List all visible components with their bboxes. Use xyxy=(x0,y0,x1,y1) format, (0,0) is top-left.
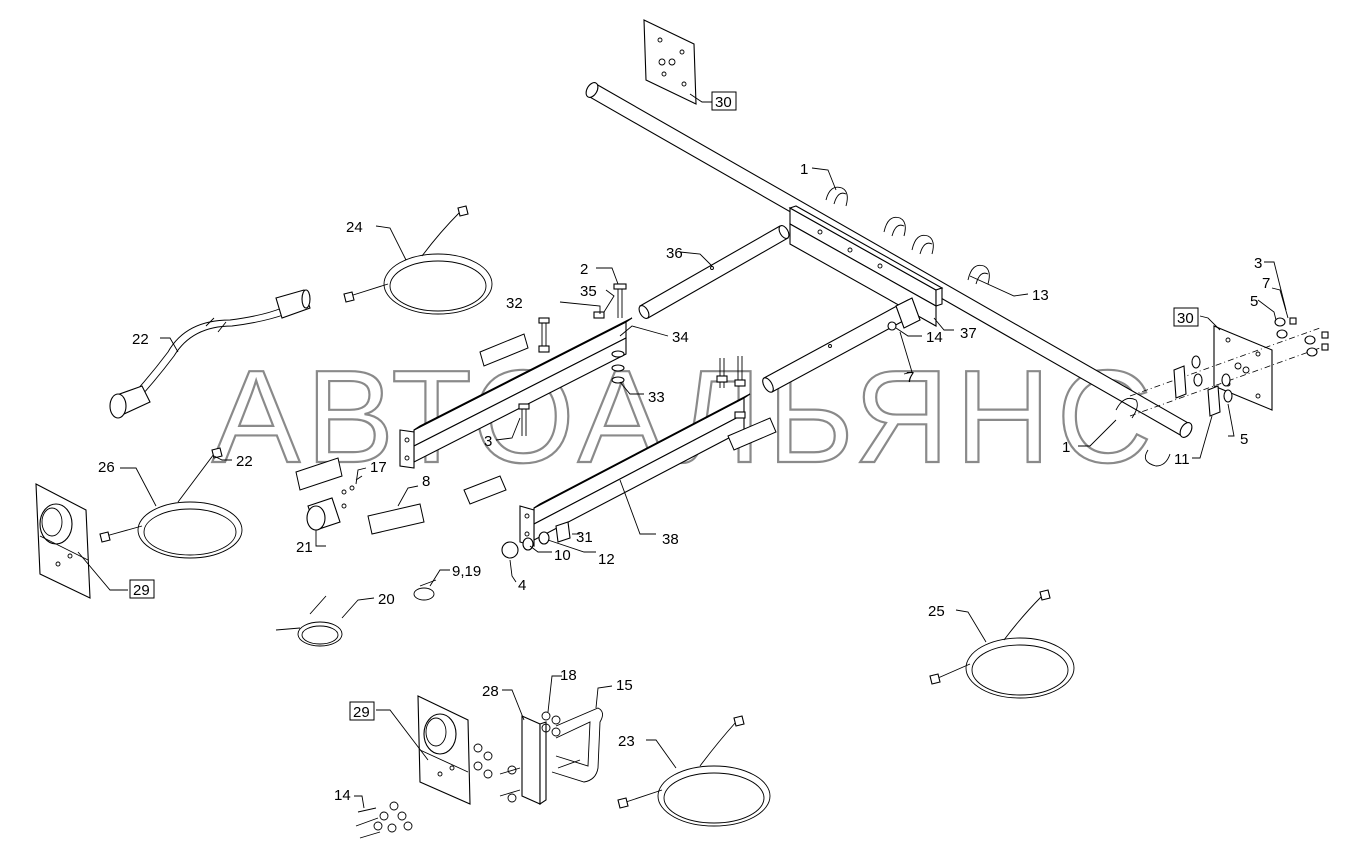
callout-25: 25 xyxy=(928,603,945,620)
lamp-bracket-29-left xyxy=(35,483,91,599)
callout-8: 8 xyxy=(422,473,430,490)
callout-1: 1 xyxy=(1062,439,1070,456)
callout-9-19: 9,19 xyxy=(452,563,481,580)
leader-lines xyxy=(77,93,1289,809)
bolts xyxy=(518,283,746,436)
bracket-28 xyxy=(499,707,603,806)
hardware-14 xyxy=(355,801,413,839)
callout-21: 21 xyxy=(296,539,313,556)
cable-25 xyxy=(929,589,1075,699)
callout-34: 34 xyxy=(672,329,689,346)
callout-18: 18 xyxy=(560,667,577,684)
cable-20 xyxy=(275,595,343,647)
callout-15: 15 xyxy=(616,677,633,694)
cable-22 xyxy=(109,289,311,419)
tube-lower xyxy=(762,297,921,393)
callout-17: 17 xyxy=(370,459,387,476)
callout-4: 4 xyxy=(518,577,526,594)
cable-26 xyxy=(99,447,243,559)
tube-36 xyxy=(638,225,790,319)
callout-3: 3 xyxy=(1254,255,1262,272)
callout-5: 5 xyxy=(1250,293,1258,310)
callout-30-box: 30 xyxy=(715,94,732,111)
callout-5: 5 xyxy=(1240,431,1248,448)
mounting-plate xyxy=(788,205,944,327)
callout-13: 13 xyxy=(1032,287,1049,304)
callout-32: 32 xyxy=(506,295,523,312)
beam-38 xyxy=(519,393,751,547)
boxed-callouts: 30 30 29 29 xyxy=(129,91,1199,721)
callout-7: 7 xyxy=(1262,275,1270,292)
callout-14: 14 xyxy=(926,329,943,346)
plate-30-right xyxy=(1129,317,1329,417)
callout-22: 22 xyxy=(236,453,253,470)
callout-23: 23 xyxy=(618,733,635,750)
callout-35: 35 xyxy=(580,283,597,300)
callout-12: 12 xyxy=(598,551,615,568)
callout-7: 7 xyxy=(906,369,914,386)
callout-26: 26 xyxy=(98,459,115,476)
u-bolts xyxy=(825,186,1171,467)
lamp-bracket-29-bottom xyxy=(417,695,493,805)
plate-30-top xyxy=(643,19,697,105)
callouts: 1 1 2 3 3 4 5 5 7 7 8 9,19 10 11 12 13 1… xyxy=(98,161,1270,804)
cable-24 xyxy=(343,205,493,315)
decals xyxy=(295,333,777,535)
clip-9-19 xyxy=(413,579,437,601)
bushings xyxy=(501,521,571,559)
watermark: АВТОАЛЬЯНС xyxy=(212,343,1158,490)
callout-2: 2 xyxy=(580,261,588,278)
callout-37: 37 xyxy=(960,325,977,342)
callout-38: 38 xyxy=(662,531,679,548)
callout-24: 24 xyxy=(346,219,363,236)
callout-36: 36 xyxy=(666,245,683,262)
callout-28: 28 xyxy=(482,683,499,700)
cable-23 xyxy=(617,715,771,827)
callout-29-box: 29 xyxy=(353,704,370,721)
callout-1: 1 xyxy=(800,161,808,178)
callout-14: 14 xyxy=(334,787,351,804)
callout-30-box: 30 xyxy=(1177,310,1194,327)
callout-31: 31 xyxy=(576,529,593,546)
callout-11: 11 xyxy=(1174,451,1190,468)
callout-22: 22 xyxy=(132,331,149,348)
callout-3: 3 xyxy=(484,433,492,450)
beam-34 xyxy=(399,317,633,469)
callout-20: 20 xyxy=(378,591,395,608)
callout-29-box: 29 xyxy=(133,582,150,599)
callout-33: 33 xyxy=(648,389,665,406)
callout-10: 10 xyxy=(554,547,571,564)
